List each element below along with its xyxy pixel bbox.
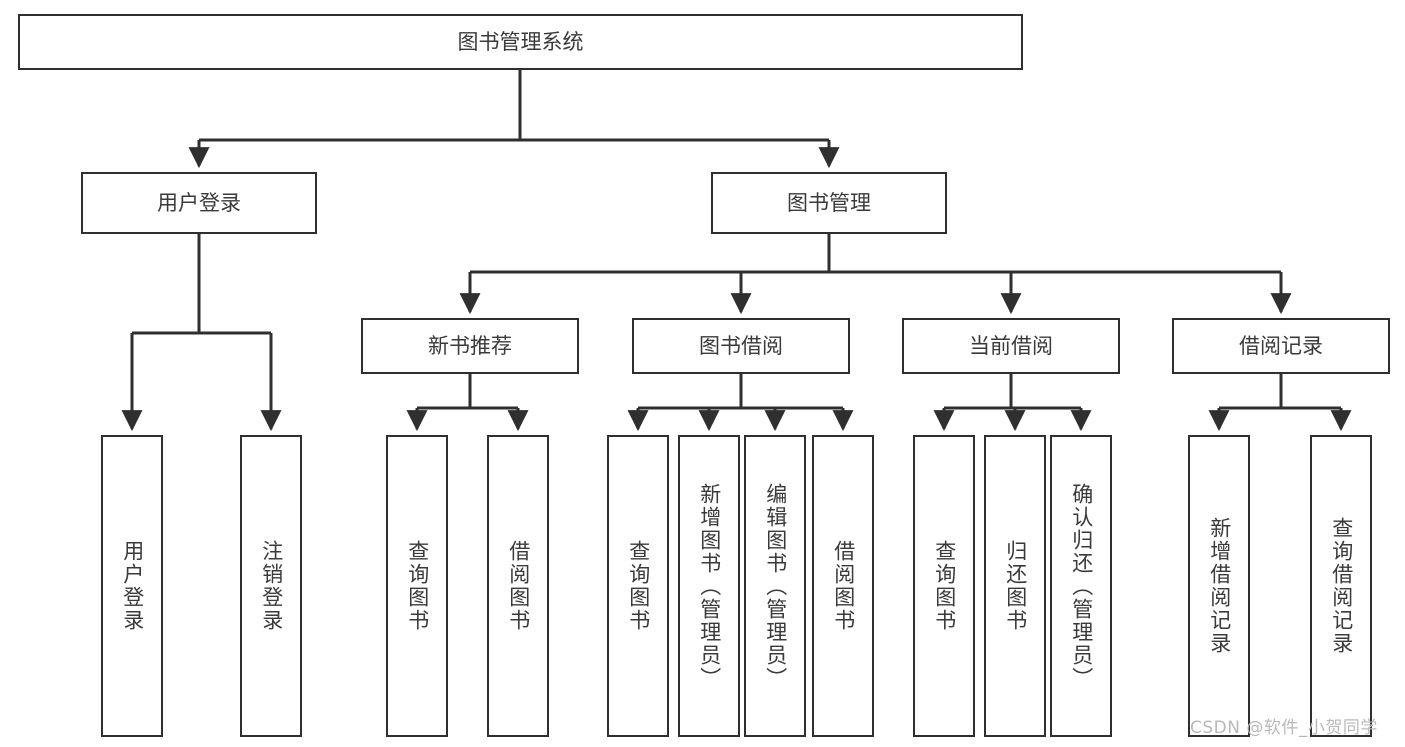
node-book-manage[interactable]: 图书管理 (711, 172, 947, 234)
node-leaf-rec-query-book[interactable]: 查询图书 (386, 435, 448, 737)
node-leaf-borrow-query-book[interactable]: 查询图书 (607, 435, 669, 737)
node-leaf-rec-borrow-book[interactable]: 借阅图书 (487, 435, 549, 737)
node-leaf-user-logout-label: 注销登录 (259, 540, 284, 632)
node-leaf-cur-confirm-return[interactable]: 确认归还（管理员） (1050, 435, 1112, 737)
node-leaf-borrow-edit-book[interactable]: 编辑图书（管理员） (744, 435, 806, 737)
node-borrow-record-label: 借阅记录 (1239, 333, 1323, 358)
node-leaf-user-login[interactable]: 用户登录 (101, 435, 163, 737)
node-borrow-record[interactable]: 借阅记录 (1172, 318, 1390, 374)
node-user-login[interactable]: 用户登录 (81, 172, 317, 234)
node-user-login-label: 用户登录 (157, 190, 241, 215)
node-leaf-borrow-query-book-label: 查询图书 (626, 540, 651, 632)
node-leaf-user-logout[interactable]: 注销登录 (240, 435, 302, 737)
node-new-book-rec[interactable]: 新书推荐 (361, 318, 579, 374)
node-leaf-borrow-borrow-book[interactable]: 借阅图书 (812, 435, 874, 737)
node-leaf-rec-borrow-book-label: 借阅图书 (506, 540, 531, 632)
node-leaf-borrow-add-book-label: 新增图书（管理员） (697, 482, 722, 690)
node-leaf-borrow-borrow-book-label: 借阅图书 (831, 540, 856, 632)
node-leaf-cur-query-book[interactable]: 查询图书 (913, 435, 975, 737)
node-leaf-borrow-edit-book-label: 编辑图书（管理员） (763, 482, 788, 690)
node-leaf-rec-query-book-label: 查询图书 (405, 540, 430, 632)
node-leaf-rec-add-record-label: 新增借阅记录 (1207, 517, 1232, 655)
node-book-borrow-label: 图书借阅 (699, 333, 783, 358)
node-leaf-rec-query-record[interactable]: 查询借阅记录 (1310, 435, 1372, 737)
node-current-borrow-label: 当前借阅 (969, 333, 1053, 358)
node-leaf-cur-confirm-return-label: 确认归还（管理员） (1069, 482, 1094, 690)
node-root[interactable]: 图书管理系统 (18, 14, 1023, 70)
node-leaf-cur-query-book-label: 查询图书 (932, 540, 957, 632)
node-leaf-cur-return-book[interactable]: 归还图书 (984, 435, 1046, 737)
node-root-label: 图书管理系统 (457, 29, 584, 54)
node-book-manage-label: 图书管理 (787, 190, 871, 215)
node-leaf-cur-return-book-label: 归还图书 (1003, 540, 1028, 632)
node-current-borrow[interactable]: 当前借阅 (902, 318, 1120, 374)
node-new-book-rec-label: 新书推荐 (428, 333, 512, 358)
node-book-borrow[interactable]: 图书借阅 (632, 318, 850, 374)
node-leaf-user-login-label: 用户登录 (120, 540, 145, 632)
node-leaf-rec-query-record-label: 查询借阅记录 (1329, 517, 1354, 655)
watermark: CSDN @软件_小贺同学 (1190, 718, 1378, 738)
node-leaf-borrow-add-book[interactable]: 新增图书（管理员） (678, 435, 740, 737)
node-leaf-rec-add-record[interactable]: 新增借阅记录 (1188, 435, 1250, 737)
